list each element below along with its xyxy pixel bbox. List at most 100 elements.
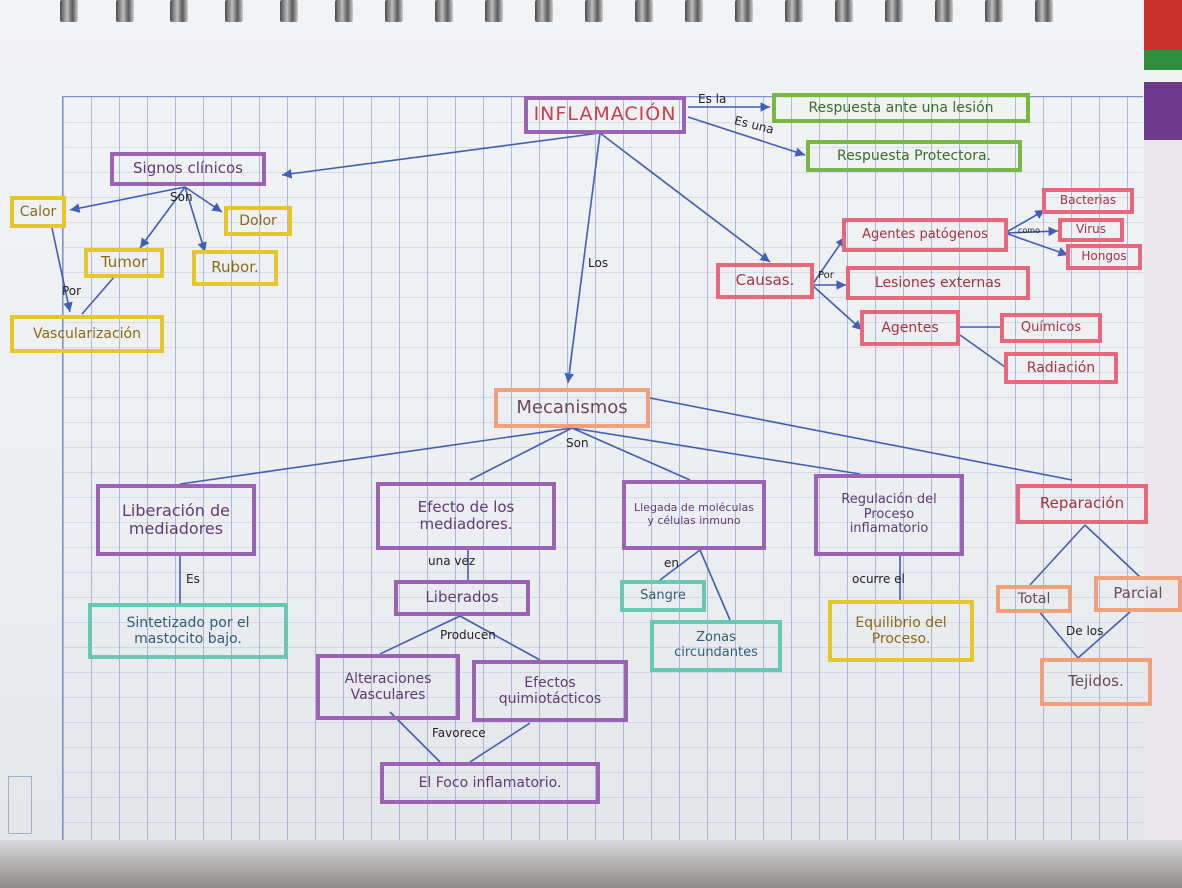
node-sangre: Sangre xyxy=(620,580,706,612)
background-fabric xyxy=(1144,0,1182,888)
line-to-parcial xyxy=(1084,524,1141,578)
arrow-to-causas xyxy=(599,132,771,263)
desk-edge xyxy=(0,840,1182,888)
spiral-ring xyxy=(985,0,1003,22)
label-es-la: Es la xyxy=(698,92,727,106)
line-to-liberacion xyxy=(179,427,573,485)
node-alteraciones-vasculares: Alteraciones Vasculares xyxy=(316,654,460,720)
node-efectos-quimiotacticos: Efectos quimiotácticos xyxy=(472,660,628,722)
spiral-ring xyxy=(635,0,653,22)
node-foco-inflamatorio: El Foco inflamatorio. xyxy=(380,762,600,804)
node-lesiones-externas: Lesiones externas xyxy=(846,266,1030,300)
node-total: Total xyxy=(996,585,1072,613)
arrow-to-bacterias xyxy=(1004,209,1046,234)
node-dolor: Dolor xyxy=(224,206,292,236)
line-to-total xyxy=(1029,524,1086,586)
line-to-efecto xyxy=(469,427,573,481)
line-to-zonas xyxy=(699,549,731,621)
arrow-to-calor xyxy=(69,186,186,213)
node-vascularizacion: Vascularización xyxy=(10,315,164,353)
node-regulacion-proceso: Regulación del Proceso inflamatorio xyxy=(814,474,964,556)
line-to-efectos-quim xyxy=(459,615,541,661)
node-respuesta-protectora: Respuesta Protectora. xyxy=(806,140,1022,172)
node-respuesta-lesion: Respuesta ante una lesión xyxy=(772,93,1030,123)
node-virus: Virus xyxy=(1058,218,1124,242)
spiral-ring xyxy=(535,0,553,22)
arrow-to-tumor xyxy=(139,186,186,249)
node-hongos: Hongos xyxy=(1066,244,1142,270)
node-reparacion: Reparación xyxy=(1016,484,1148,524)
spiral-ring xyxy=(116,0,134,22)
arrow-to-virus xyxy=(1004,226,1059,237)
node-llegada-moleculas: Llegada de moléculas y células inmuno xyxy=(622,480,766,550)
line-to-llegada xyxy=(571,427,691,481)
spiral-ring xyxy=(385,0,403,22)
line-total-tejidos xyxy=(1037,609,1079,659)
arrow-to-dolor xyxy=(184,186,223,213)
line-to-radiacion xyxy=(959,334,1006,368)
arrow-to-hongos xyxy=(1004,232,1069,257)
spiral-ring xyxy=(585,0,603,22)
spiral-ring xyxy=(735,0,753,22)
node-equilibrio-proceso: Equilibrio del Proceso. xyxy=(828,600,974,662)
label-una-vez: una vez xyxy=(428,554,476,568)
spiral-ring xyxy=(1035,0,1053,22)
spiral-ring xyxy=(685,0,703,22)
node-rubor: Rubor. xyxy=(192,250,278,286)
node-tumor: Tumor xyxy=(84,248,164,278)
arrow-to-respuesta-protectora xyxy=(687,116,806,157)
label-ocurre-el: ocurre el xyxy=(852,572,905,586)
spiral-ring xyxy=(60,0,78,22)
node-bacterias: Bacterias xyxy=(1042,188,1134,214)
notebook-brand-stamp xyxy=(8,776,32,834)
arrow-to-mecanismos xyxy=(564,132,601,384)
spiral-ring xyxy=(225,0,243,22)
spiral-binding xyxy=(0,0,1182,24)
node-tejidos: Tejidos. xyxy=(1040,658,1152,706)
node-quimicos: Químicos xyxy=(1000,313,1102,343)
node-zonas-circundantes: Zonas circundantes xyxy=(650,620,782,672)
arrow-to-rubor xyxy=(184,186,207,253)
node-causas: Causas. xyxy=(716,263,814,299)
spiral-ring xyxy=(335,0,353,22)
label-son-mecanismos: Son xyxy=(566,436,589,450)
label-producen: Producen xyxy=(440,628,496,642)
node-liberacion-mediadores: Liberación de mediadores xyxy=(96,484,256,556)
label-por-causas: Por xyxy=(818,270,834,281)
arrow-to-signos xyxy=(281,132,601,179)
spiral-ring xyxy=(435,0,453,22)
label-favorece: Favorece xyxy=(432,726,486,740)
spiral-ring xyxy=(785,0,803,22)
node-efecto-mediadores: Efecto de los mediadores. xyxy=(376,482,556,550)
line-to-sangre xyxy=(659,549,701,581)
line-to-regulacion xyxy=(571,427,861,475)
line-parcial-tejidos xyxy=(1077,611,1131,659)
spiral-ring xyxy=(935,0,953,22)
spiral-ring xyxy=(835,0,853,22)
main-title-inflamacion: INFLAMACIÓN xyxy=(524,96,686,134)
label-de-los: De los xyxy=(1066,624,1104,638)
label-son-signos: Son xyxy=(170,190,193,204)
label-en: en xyxy=(664,556,679,570)
arrow-to-agentes xyxy=(811,284,863,331)
node-parcial: Parcial xyxy=(1094,576,1182,612)
spiral-ring xyxy=(885,0,903,22)
arrow-calor-vascularizacion xyxy=(51,227,73,313)
line-tumor-vascularizacion xyxy=(81,275,116,315)
node-radiacion: Radiación xyxy=(1004,352,1118,384)
node-signos-clinicos: Signos clínicos xyxy=(110,152,266,186)
node-liberados: Liberados xyxy=(394,580,530,616)
label-por-vascularizacion: Por xyxy=(62,284,82,298)
line-alteraciones-foco xyxy=(389,711,441,763)
label-los: Los xyxy=(588,256,609,270)
spiral-ring xyxy=(280,0,298,22)
arrow-to-agentes-patogenos xyxy=(811,236,846,286)
node-calor: Calor xyxy=(10,196,66,228)
spiral-ring xyxy=(170,0,188,22)
line-to-alteraciones xyxy=(379,615,461,655)
node-agentes-patogenos: Agentes patógenos xyxy=(842,218,1008,252)
node-sintetizado: Sintetizado por el mastocito bajo. xyxy=(88,603,288,659)
label-como: como xyxy=(1018,226,1040,235)
